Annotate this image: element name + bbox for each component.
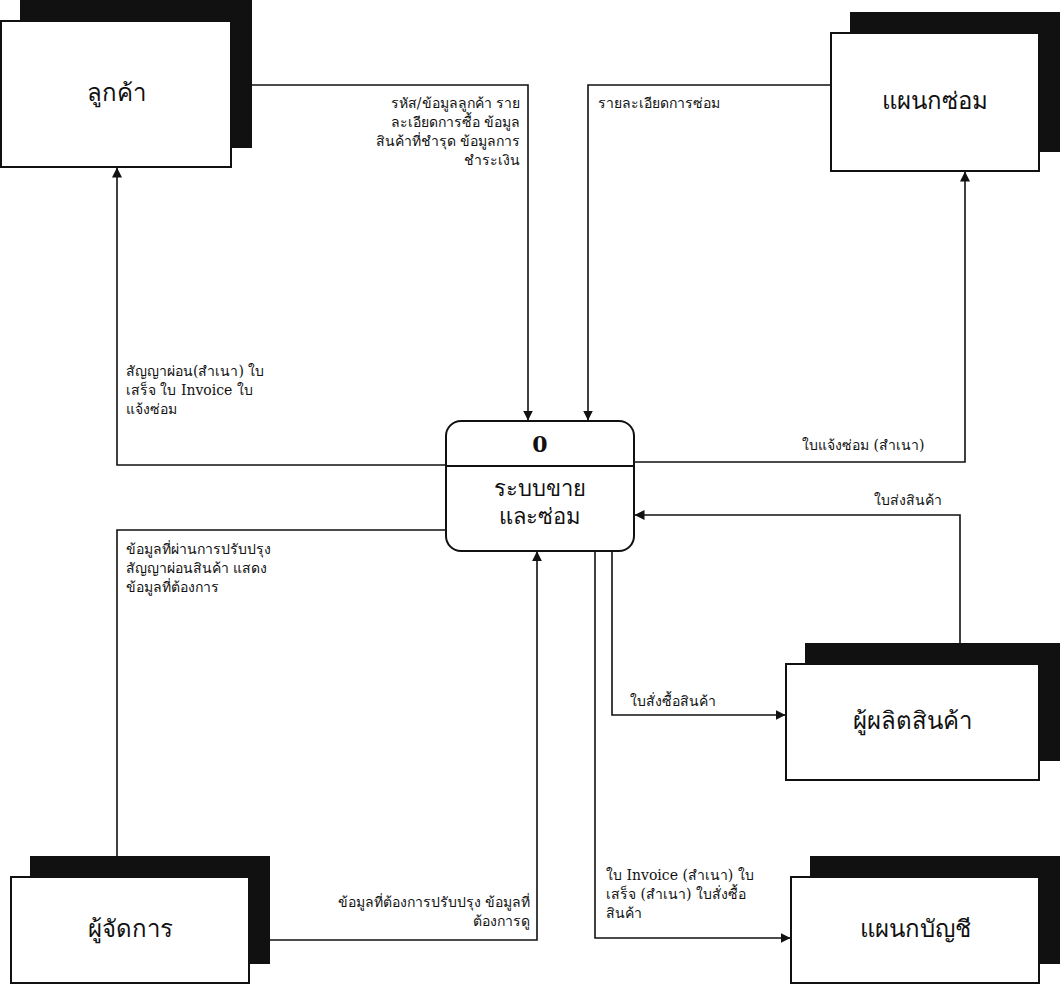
entity-name: ผู้จัดการ [88, 914, 173, 945]
entity-name: ผู้ผลิตสินค้า [853, 706, 972, 737]
data-flow [588, 85, 830, 420]
flow-label: ใบสั่งซื้อสินค้า [628, 692, 718, 711]
entity-name: แผนกซ่อม [882, 86, 988, 117]
entity-name: แผนกบัญชี [860, 914, 971, 945]
flow-label: ใบแจ้งซ่อม (สำเนา) [800, 436, 926, 455]
external-entity: แผนกบัญชี [790, 876, 1040, 984]
data-flow [635, 172, 965, 462]
flow-label: ข้อมูลที่ผ่านการปรับปรุง สัญญาผ่อนสินค้า… [124, 540, 303, 597]
external-entity: ลูกค้า [0, 20, 232, 168]
entity-name: ลูกค้า [87, 78, 146, 109]
process-box: 0ระบบขาย และซ่อม [445, 420, 635, 552]
flow-label: รหัส/ข้อมูลลูกค้า รายละเอียดการซื้อ ข้อม… [368, 94, 522, 170]
external-entity: ผู้ผลิตสินค้า [785, 663, 1040, 781]
flow-label: ใบ Invoice (สำเนา) ใบเสร็จ (สำเนา) ใบสั่… [604, 866, 778, 923]
external-entity: แผนกซ่อม [830, 32, 1040, 172]
flow-label: สัญญาผ่อน(สำเนา) ใบเสร็จ ใบ Invoice ใบแจ… [124, 362, 278, 419]
data-flow [250, 552, 537, 940]
data-flow [117, 530, 445, 876]
data-flow [635, 515, 960, 663]
external-entity: ผู้จัดการ [10, 876, 250, 984]
flow-label: รายละเอียดการซ่อม [596, 94, 722, 113]
data-flow [612, 552, 785, 715]
flow-label: ใบส่งสินค้า [872, 491, 944, 510]
data-flow [117, 168, 445, 465]
process-name: ระบบขาย และซ่อม [447, 467, 633, 538]
data-flow [595, 552, 790, 938]
flow-label: ข้อมูลที่ต้องการปรับปรุง ข้อมูลที่ต้องกา… [320, 893, 532, 931]
process-number: 0 [447, 422, 633, 467]
